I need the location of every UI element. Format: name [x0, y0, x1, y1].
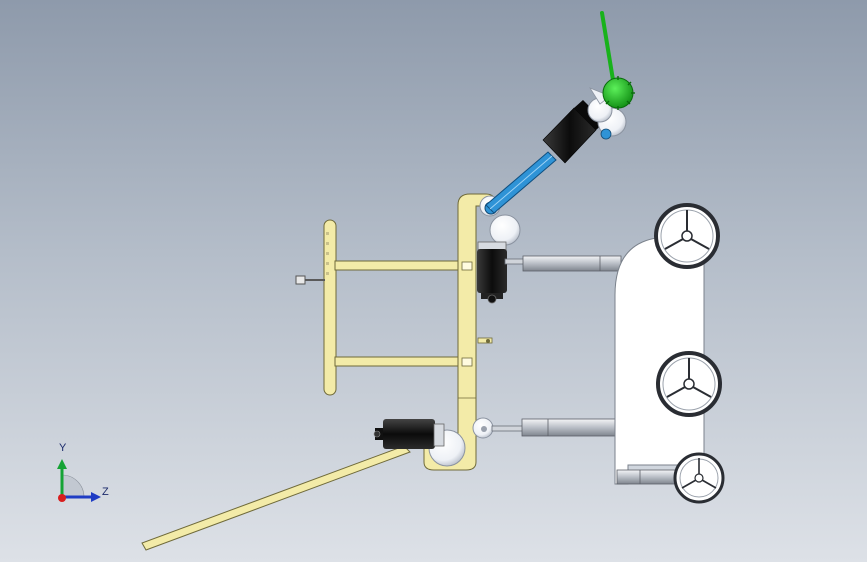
lower-diagonal-bar: [141, 445, 411, 551]
z-axis-label: Z: [102, 486, 109, 498]
wheel-bottom: [673, 452, 725, 504]
gripper-head: [587, 87, 627, 140]
triad-graphic: [57, 459, 101, 502]
arm-rod: [485, 151, 557, 214]
back-plate-knob: [295, 275, 325, 285]
green-gripper: [600, 11, 635, 110]
lower-actuator: [491, 418, 618, 437]
triad-plane-indicator: [61, 474, 85, 498]
upper-actuator: [504, 255, 622, 272]
coordinate-triad: Y Z: [40, 435, 120, 515]
wheel-top: [654, 203, 720, 269]
wheel-middle: [656, 351, 722, 417]
back-plate: [323, 219, 337, 396]
cart-base-rail: [616, 469, 678, 485]
lower-motor: [373, 419, 445, 449]
upper-rail: [334, 260, 464, 271]
lower-rail: [334, 356, 464, 367]
upper-motor: [477, 241, 507, 304]
y-axis-label: Y: [59, 442, 67, 454]
cart-body: [614, 236, 705, 485]
main-column: [423, 193, 497, 471]
x-axis-dot: [58, 494, 66, 502]
